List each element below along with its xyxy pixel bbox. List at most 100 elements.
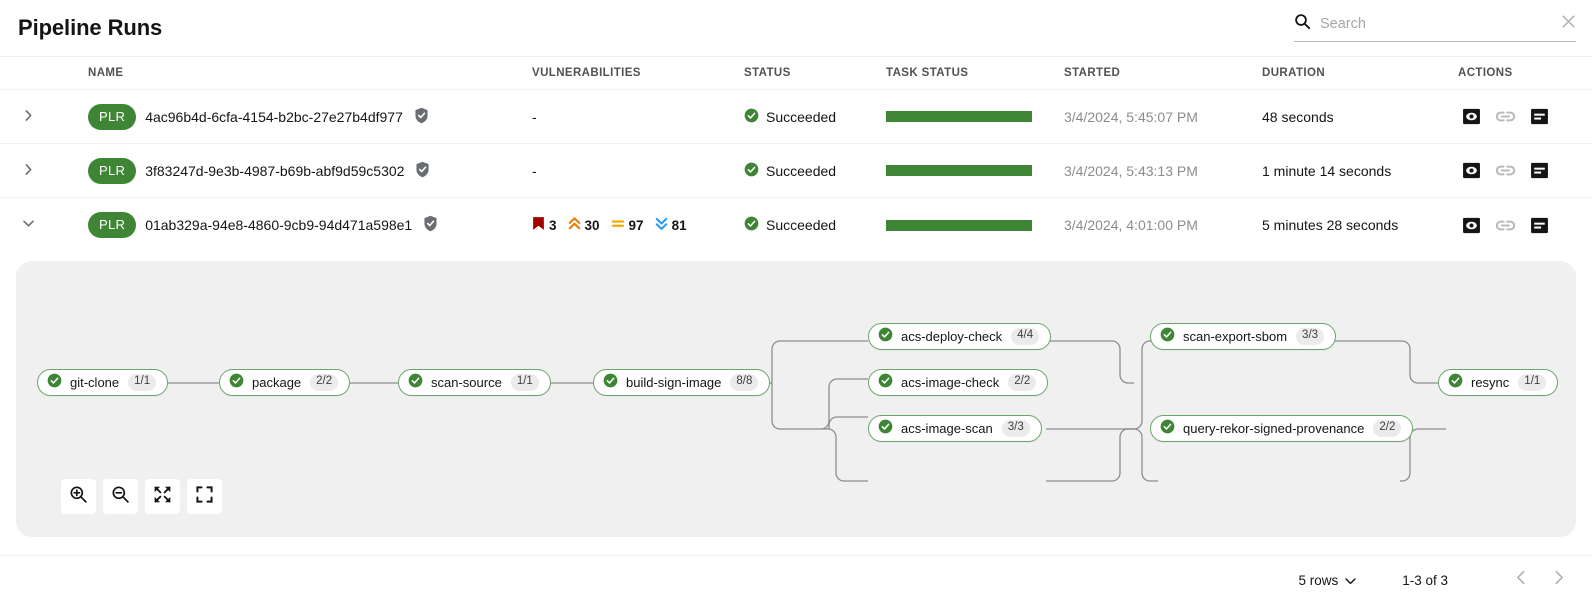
graph-node-acs-image-scan[interactable]: acs-image-scan 3/3 <box>868 415 1042 442</box>
logs-icon[interactable] <box>1530 216 1549 235</box>
search-input[interactable] <box>1320 16 1552 32</box>
rows-per-page-label: 5 rows <box>1298 572 1339 588</box>
task-progress-bar <box>886 219 1032 231</box>
reset-view-button[interactable] <box>187 479 222 514</box>
duration-cell: 48 seconds <box>1262 109 1458 125</box>
rows-per-page-select[interactable]: 5 rows <box>1298 573 1356 588</box>
resource-kind-badge: PLR <box>88 157 137 184</box>
graph-node-label: query-rekor-signed-provenance <box>1183 421 1365 436</box>
started-timestamp: 3/4/2024, 4:01:00 PM <box>1064 217 1198 233</box>
vulnerabilities-cell: - <box>532 163 744 179</box>
row-toggle-cell[interactable] <box>0 109 88 125</box>
fit-view-button[interactable] <box>145 479 180 514</box>
vulnerabilities-value: - <box>532 162 537 179</box>
link-icon[interactable] <box>1495 107 1516 126</box>
zoom-out-button[interactable] <box>103 479 138 514</box>
severity-moderate-group: 97 <box>611 216 644 234</box>
logs-icon[interactable] <box>1530 107 1549 126</box>
row-toggle-cell[interactable] <box>0 163 88 179</box>
graph-node-query-rekor-signed-provenance[interactable]: query-rekor-signed-provenance 2/2 <box>1150 415 1414 442</box>
pagination-prev-button[interactable] <box>1514 570 1529 590</box>
graph-node-count: 3/3 <box>1296 328 1325 345</box>
actions-cell <box>1458 107 1592 126</box>
zoom-in-button[interactable] <box>61 479 96 514</box>
check-circle-icon <box>47 373 62 393</box>
check-circle-icon <box>1160 327 1175 347</box>
close-icon[interactable] <box>1561 14 1576 34</box>
pagination-next-button[interactable] <box>1551 570 1566 590</box>
check-circle-icon <box>744 162 759 180</box>
run-name-cell[interactable]: PLR 01ab329a-94e8-4860-9cb9-94d471a598e1 <box>88 212 532 238</box>
severity-important-count: 30 <box>584 217 600 233</box>
task-status-cell <box>886 165 1064 176</box>
run-name-link[interactable]: 3f83247d-9e3b-4987-b69b-abf9d59c5302 <box>145 162 405 179</box>
started-timestamp: 3/4/2024, 5:43:13 PM <box>1064 162 1198 179</box>
graph-node-scan-export-sbom[interactable]: scan-export-sbom 3/3 <box>1150 323 1337 350</box>
graph-node-package[interactable]: package 2/2 <box>219 369 351 396</box>
chevron-down-icon[interactable] <box>22 217 35 233</box>
vulnerabilities-value: - <box>532 108 537 125</box>
search-icon <box>1294 13 1311 35</box>
task-status-cell <box>886 111 1064 122</box>
column-header-duration[interactable]: DURATION <box>1262 67 1326 79</box>
run-name-link[interactable]: 01ab329a-94e8-4860-9cb9-94d471a598e1 <box>145 217 413 233</box>
graph-node-count: 3/3 <box>1001 420 1030 437</box>
run-name-cell[interactable]: PLR 3f83247d-9e3b-4987-b69b-abf9d59c5302 <box>88 157 532 184</box>
graph-node-count: 1/1 <box>1518 374 1547 391</box>
column-header-name[interactable]: NAME <box>88 67 124 79</box>
graph-node-count: 1/1 <box>128 374 157 391</box>
column-header-task-status[interactable]: TASK STATUS <box>886 67 969 79</box>
check-circle-icon <box>744 108 759 126</box>
logs-icon[interactable] <box>1530 161 1549 180</box>
task-progress-fill <box>886 219 1032 231</box>
task-status-cell <box>886 219 1064 231</box>
chevron-right-icon[interactable] <box>22 109 35 125</box>
shield-check-icon <box>423 215 438 235</box>
chevron-right-icon[interactable] <box>22 163 35 179</box>
duration-value: 1 minute 14 seconds <box>1262 162 1392 179</box>
link-icon[interactable] <box>1495 216 1516 235</box>
pagination-range: 1-3 of 3 <box>1402 572 1448 588</box>
column-header-vulnerabilities[interactable]: VULNERABILITIES <box>532 67 641 79</box>
pipeline-runs-table: NAME VULNERABILITIES STATUS TASK STATUS … <box>0 56 1592 252</box>
table-row[interactable]: PLR 3f83247d-9e3b-4987-b69b-abf9d59c5302… <box>0 144 1592 198</box>
view-output-icon[interactable] <box>1462 161 1481 180</box>
graph-node-count: 2/2 <box>1373 420 1402 437</box>
graph-node-count: 1/1 <box>510 374 539 391</box>
run-name-cell[interactable]: PLR 4ac96b4d-6cfa-4154-b2bc-27e27b4df977 <box>88 103 532 130</box>
table-header-row: NAME VULNERABILITIES STATUS TASK STATUS … <box>0 56 1592 90</box>
page-header: Pipeline Runs <box>0 0 1592 56</box>
vulnerabilities-cell: 3 30 97 81 <box>532 216 744 234</box>
check-circle-icon <box>878 373 893 393</box>
graph-node-label: package <box>252 375 302 390</box>
view-output-icon[interactable] <box>1462 107 1481 126</box>
graph-node-acs-deploy-check[interactable]: acs-deploy-check 4/4 <box>868 323 1052 350</box>
run-name-link[interactable]: 4ac96b4d-6cfa-4154-b2bc-27e27b4df977 <box>145 108 403 125</box>
pipeline-graph-connectors <box>155 340 1446 482</box>
status-cell: Succeeded <box>744 162 886 180</box>
link-icon[interactable] <box>1495 161 1516 180</box>
graph-node-scan-source[interactable]: scan-source 1/1 <box>398 369 551 396</box>
graph-node-count: 8/8 <box>730 374 759 391</box>
table-row[interactable]: PLR 4ac96b4d-6cfa-4154-b2bc-27e27b4df977… <box>0 90 1592 144</box>
column-header-status[interactable]: STATUS <box>744 67 791 79</box>
pipeline-graph-panel[interactable]: git-clone 1/1 package 2/2 scan-source 1/… <box>16 261 1576 537</box>
severity-low-group: 81 <box>655 216 687 234</box>
table-row[interactable]: PLR 01ab329a-94e8-4860-9cb9-94d471a598e1… <box>0 198 1592 252</box>
search-box[interactable] <box>1294 10 1576 42</box>
shield-check-icon <box>415 161 430 181</box>
started-cell: 3/4/2024, 4:01:00 PM <box>1064 217 1262 233</box>
shield-check-icon <box>414 107 429 127</box>
view-output-icon[interactable] <box>1462 216 1481 235</box>
severity-critical-icon <box>532 216 545 234</box>
graph-node-git-clone[interactable]: git-clone 1/1 <box>37 369 169 396</box>
graph-node-count: 4/4 <box>1011 328 1040 345</box>
row-toggle-cell[interactable] <box>0 217 88 233</box>
graph-node-resync[interactable]: resync 1/1 <box>1438 369 1559 396</box>
severity-moderate-icon <box>611 216 625 234</box>
resource-kind-badge: PLR <box>88 103 137 130</box>
column-header-started[interactable]: STARTED <box>1064 67 1121 79</box>
graph-node-acs-image-check[interactable]: acs-image-check 2/2 <box>868 369 1049 396</box>
graph-node-build-sign-image[interactable]: build-sign-image 8/8 <box>593 369 771 396</box>
duration-cell: 5 minutes 28 seconds <box>1262 217 1458 233</box>
